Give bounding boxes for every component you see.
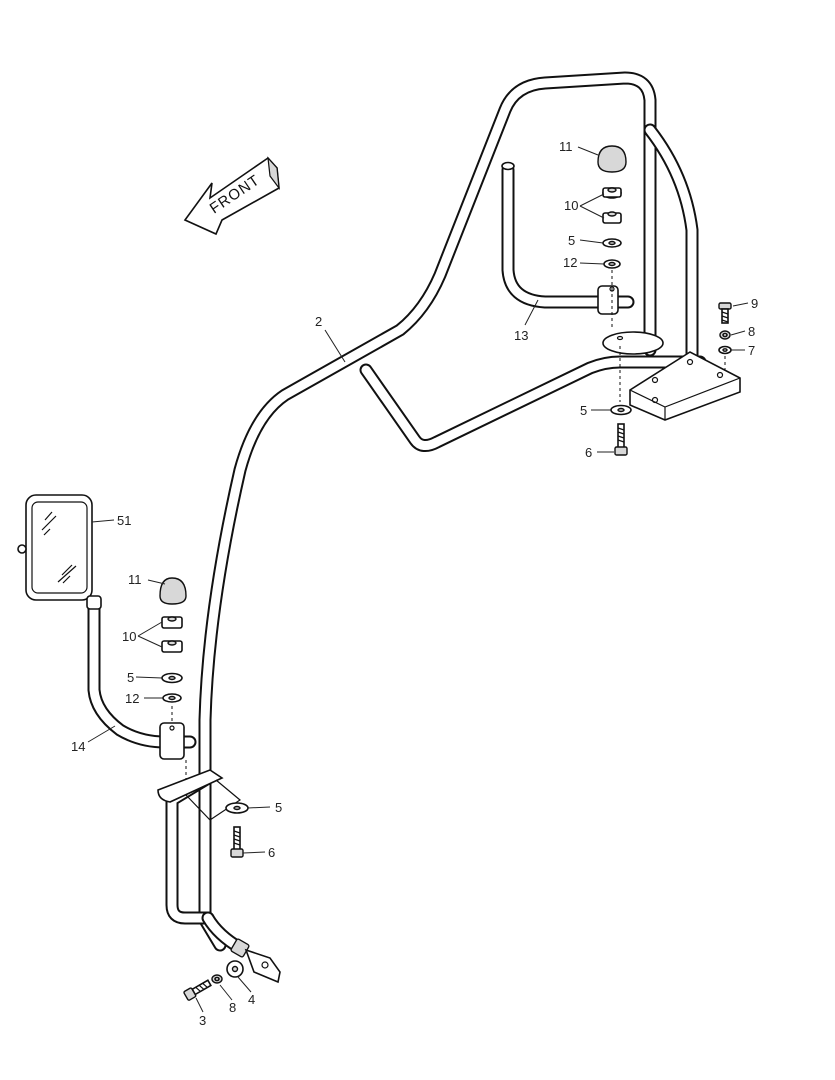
callout-12-left: 12 — [125, 691, 139, 706]
callout-5-top: 5 — [568, 233, 575, 248]
hex-nut-top-2 — [602, 211, 622, 224]
callout-6-right: 6 — [585, 445, 592, 460]
mirror-arm-13 — [501, 161, 635, 315]
callout-11-top: 11 — [559, 139, 573, 154]
right-mount-tab — [602, 331, 664, 355]
callout-3: 3 — [199, 1013, 206, 1028]
callout-51: 51 — [117, 513, 131, 528]
callout-10-left: 10 — [122, 629, 136, 644]
front-direction-arrow: FRONT — [183, 156, 280, 236]
bolt-left — [230, 826, 244, 858]
hex-nut-top-1 — [602, 187, 622, 199]
bolt-right — [614, 423, 628, 456]
callout-4: 4 — [248, 992, 255, 1007]
callout-11-left: 11 — [128, 572, 142, 587]
right-base-plate — [629, 351, 741, 421]
left-hardware-stack — [157, 577, 249, 858]
bolt-9 — [718, 302, 732, 324]
rear-view-mirror-51 — [17, 494, 93, 601]
bolt-3 — [183, 979, 212, 1001]
callout-9: 9 — [751, 296, 758, 311]
callout-14: 14 — [71, 739, 85, 754]
right-hardware-stack — [597, 145, 732, 456]
callout-8-right: 8 — [748, 324, 755, 339]
callout-12-top: 12 — [563, 255, 577, 270]
main-tube-frame — [165, 71, 707, 952]
callout-10-top: 10 — [564, 198, 578, 213]
callout-2: 2 — [315, 314, 322, 329]
callout-5-left: 5 — [127, 670, 134, 685]
callout-leaders — [87, 146, 749, 1013]
callout-7: 7 — [748, 343, 755, 358]
callout-6-bottom: 6 — [268, 845, 275, 860]
callout-8-bottom: 8 — [229, 1000, 236, 1015]
callout-5-right: 5 — [580, 403, 587, 418]
callout-5-bottom: 5 — [275, 800, 282, 815]
bottom-hinge-assembly — [183, 911, 281, 1001]
callout-labels: 2 11 10 5 12 13 9 8 7 5 6 51 11 10 5 12 … — [71, 139, 758, 1028]
callout-13: 13 — [514, 328, 528, 343]
mirror-arm-14 — [86, 595, 197, 760]
